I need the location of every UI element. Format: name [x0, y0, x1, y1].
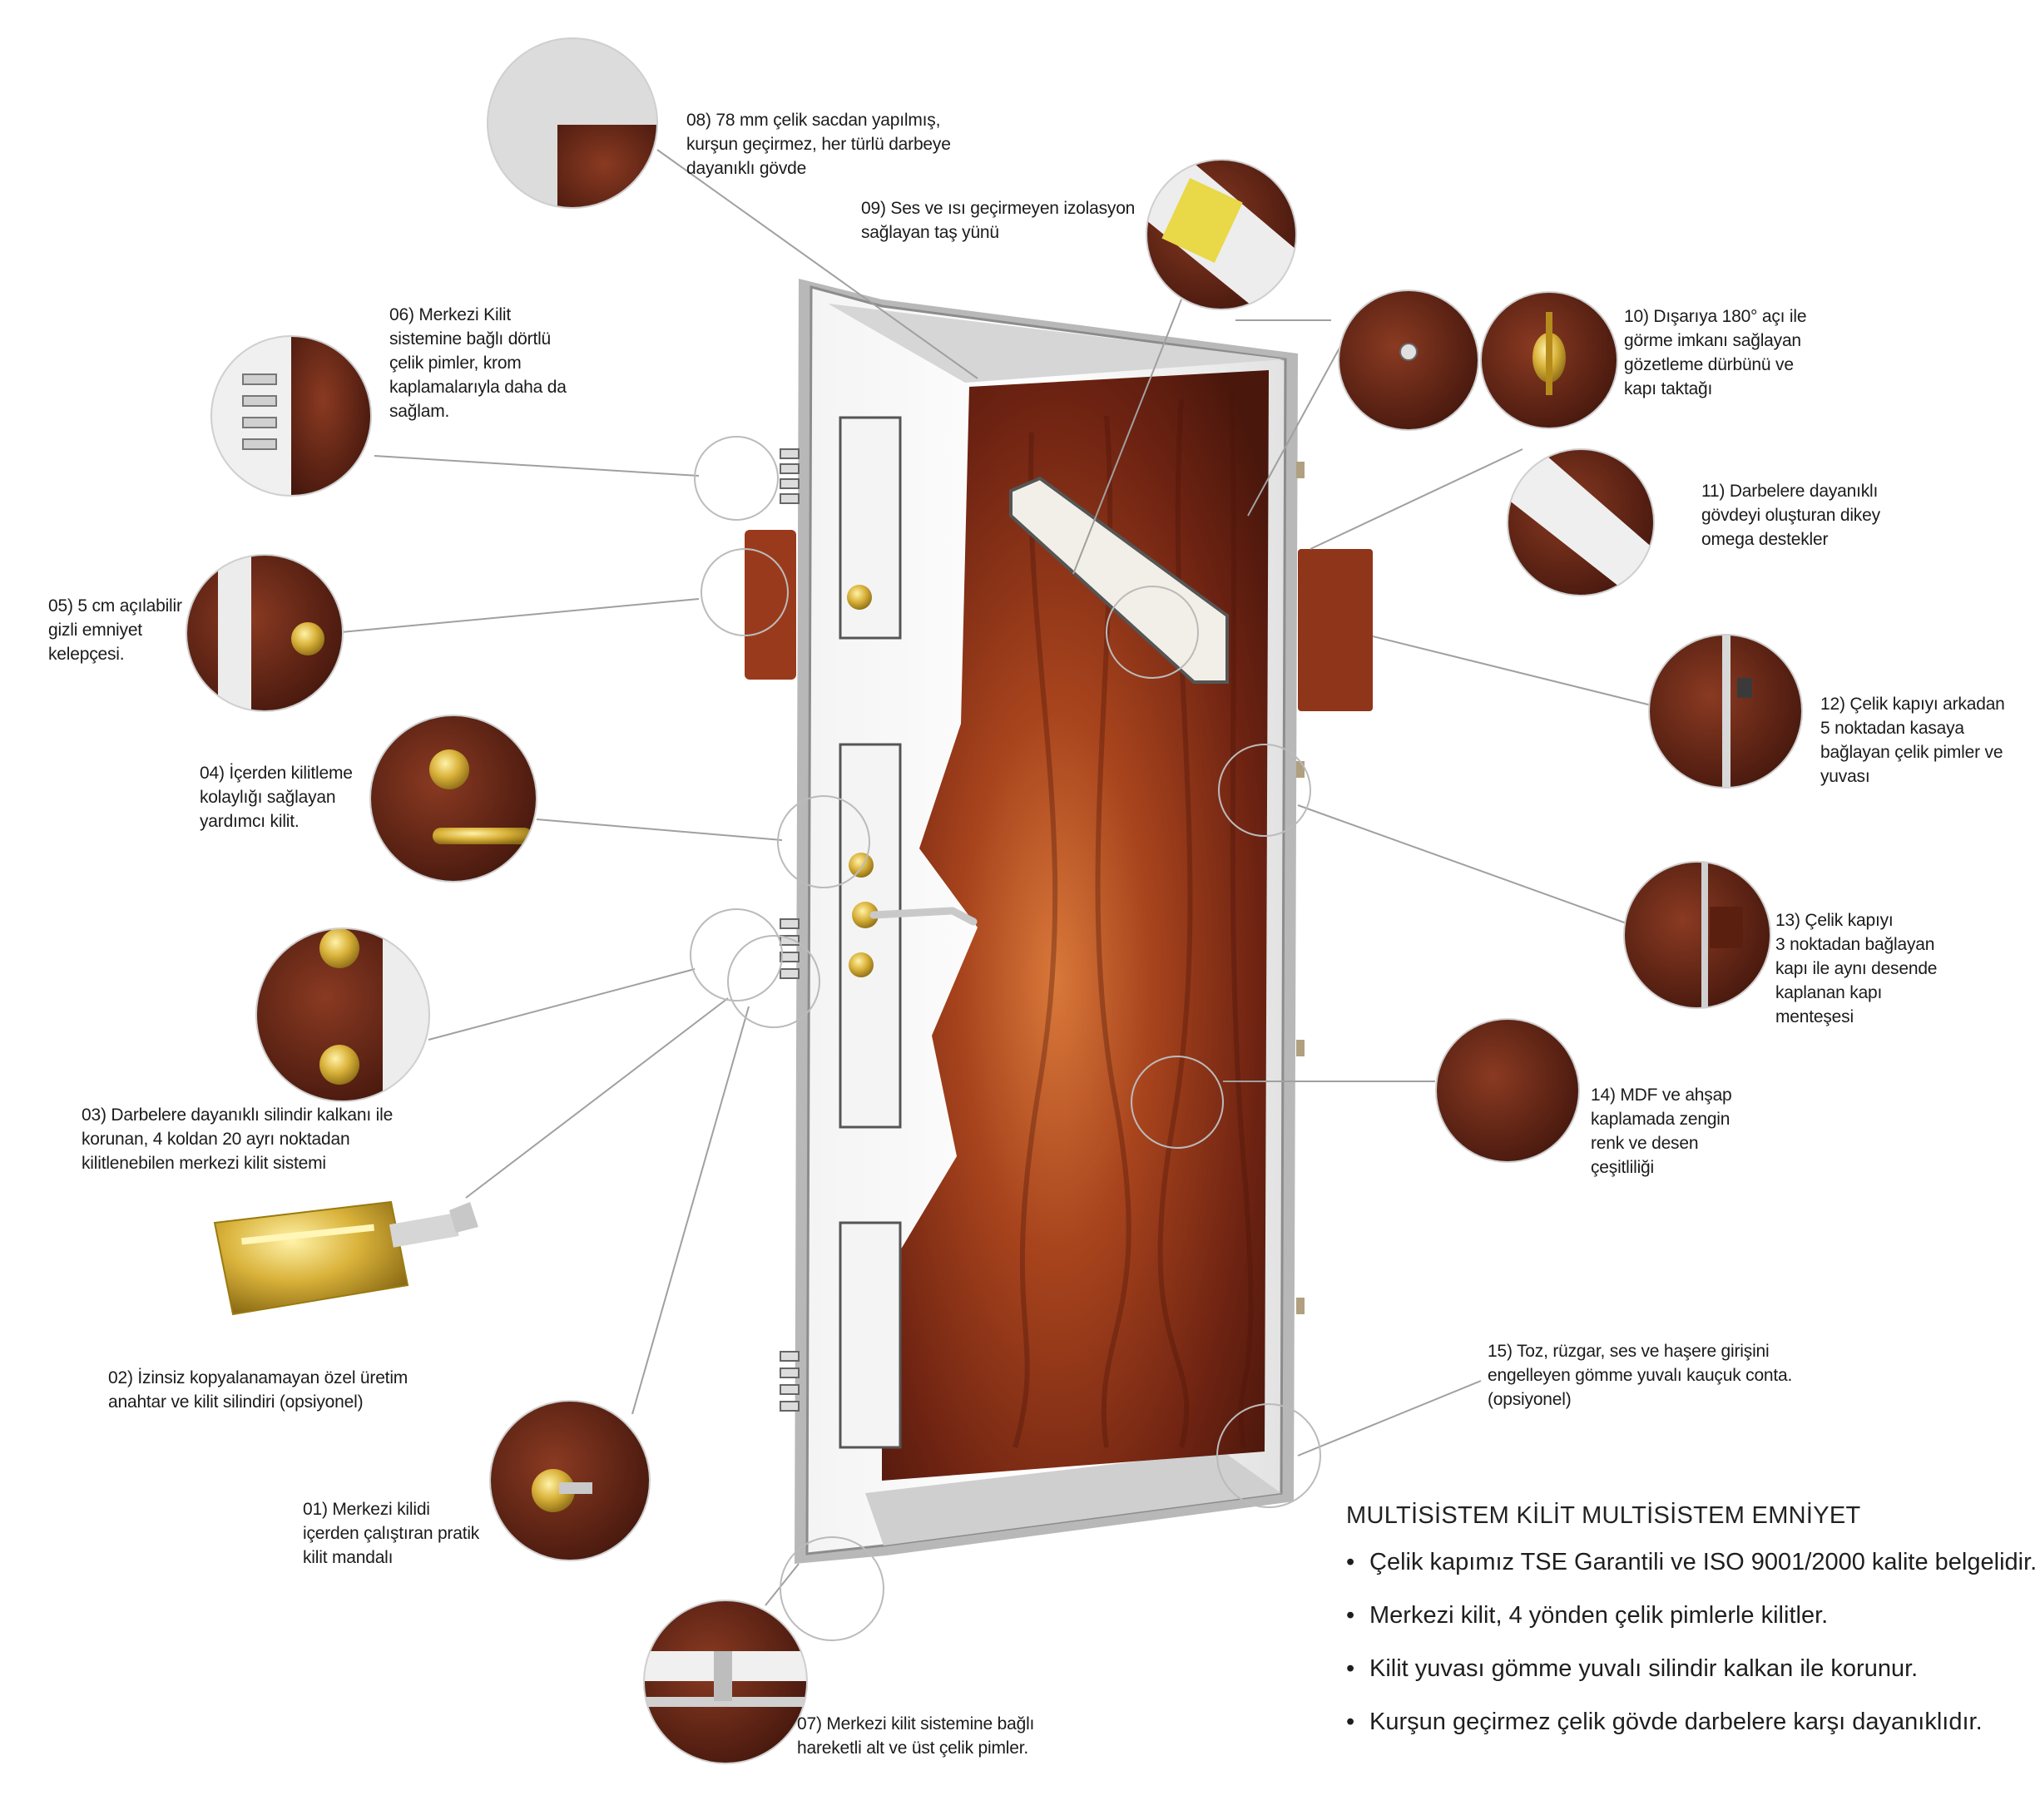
- detail-circle-14: [1436, 1019, 1579, 1162]
- summary-bullet: • Çelik kapımız TSE Garantili ve ISO 9001…: [1346, 1546, 2035, 1599]
- summary-bullets: • Çelik kapımız TSE Garantili ve ISO 9001…: [1346, 1546, 2035, 1758]
- detail-circle-03: [256, 928, 429, 1101]
- bullet-text: Kurşun geçirmez çelik gövde darbelere ka…: [1369, 1709, 1983, 1735]
- bullet-symbol: •: [1346, 1549, 1355, 1575]
- side-pins-right: [1296, 462, 1305, 1314]
- callout-15: 15) Toz, rüzgar, ses ve haşere girişini …: [1488, 1342, 1793, 1409]
- leader-lines: [340, 149, 1652, 1606]
- door-cylinder-upper: [847, 585, 872, 610]
- callout-01: 01) Merkezi kilidi içerden çalıştıran pr…: [303, 1500, 480, 1567]
- clamp-block-right: [1298, 549, 1373, 711]
- detail-circle-04: [370, 715, 537, 882]
- callout-08: 08) 78 mm çelik sacdan yapılmış, kurşun …: [686, 111, 951, 178]
- detail-circle-13: [1624, 862, 1770, 1008]
- summary-heading: MULTİSİSTEM KİLİT MULTİSİSTEM EMNİYET: [1346, 1502, 1861, 1529]
- lock-channel-mid: [839, 743, 902, 1129]
- side-pins-left: [780, 448, 800, 1412]
- callout-10: 10) Dışarıya 180° açı ile görme imkanı s…: [1624, 307, 1807, 398]
- clamp-block-left: [745, 530, 796, 680]
- detail-circle-09: [1146, 160, 1296, 309]
- detail-circle-07: [644, 1600, 807, 1763]
- door-cylinder-lower: [849, 952, 874, 977]
- door-handle-lever: [869, 907, 978, 926]
- key-and-cylinder: [213, 1200, 478, 1316]
- summary-bullet: • Merkezi kilit, 4 yönden çelik pimlerle …: [1346, 1599, 2035, 1652]
- wood-grain: [1013, 390, 1254, 1448]
- door-inner-bevel-bottom: [865, 1452, 1281, 1546]
- door-illustration: [745, 279, 1373, 1564]
- lock-channel-bottom: [839, 1221, 902, 1449]
- summary-bullet: • Kilit yuvası gömme yuvalı silindir kalk…: [1346, 1652, 2035, 1705]
- summary-bullet: • Kurşun geçirmez çelik gövde darbelere k…: [1346, 1705, 2035, 1758]
- detail-circle-01: [490, 1401, 650, 1560]
- callout-11: 11) Darbelere dayanıklı gövdeyi oluştura…: [1701, 482, 1880, 549]
- lock-channel-top: [839, 416, 902, 640]
- callout-12: 12) Çelik kapıyı arkadan 5 noktadan kasa…: [1820, 695, 2005, 786]
- bullet-text: Kilit yuvası gömme yuvalı silindir kalka…: [1369, 1655, 1919, 1682]
- callout-03: 03) Darbelere dayanıklı silindir kalkanı…: [82, 1105, 394, 1173]
- detail-circle-10a: [1339, 290, 1478, 430]
- door-handle-rose: [852, 902, 879, 928]
- detail-circle-11: [1508, 449, 1654, 596]
- detail-circle-rims: [186, 37, 1803, 1764]
- detail-circle-05: [186, 555, 343, 711]
- callout-07: 07) Merkezi kilit sistemine bağlı hareke…: [797, 1714, 1035, 1758]
- bullet-symbol: •: [1346, 1709, 1355, 1735]
- callout-04: 04) İçerden kilitleme kolaylığı sağlayan…: [200, 764, 353, 831]
- door-inner-bevel: [828, 304, 1285, 383]
- detail-circle-08: [488, 38, 657, 208]
- door-window: [1009, 476, 1229, 684]
- detail-circle-12: [1649, 635, 1802, 788]
- door-cylinder-mid: [849, 853, 874, 878]
- detail-circle-10b: [1481, 292, 1617, 428]
- callout-02: 02) İzinsiz kopyalanamayan özel üretim a…: [108, 1368, 408, 1412]
- callout-14: 14) MDF ve ahşap kaplamada zengin renk v…: [1591, 1086, 1732, 1177]
- bullet-symbol: •: [1346, 1655, 1355, 1682]
- callout-13: 13) Çelik kapıyı 3 noktadan bağlayan kap…: [1775, 911, 1938, 1026]
- bullet-text: Çelik kapımız TSE Garantili ve ISO 9001/…: [1369, 1549, 2035, 1575]
- callout-05: 05) 5 cm açılabilir gizli emniyet kelepç…: [48, 596, 182, 664]
- bullet-symbol: •: [1346, 1602, 1355, 1629]
- callout-09: 09) Ses ve ısı geçirmeyen izolasyon sağl…: [861, 199, 1136, 242]
- bullet-text: Merkezi kilit, 4 yönden çelik pimlerle k…: [1369, 1602, 1829, 1629]
- door-zoom-markers: [690, 436, 1321, 1641]
- callout-06: 06) Merkezi Kilit sistemine bağlı dörtlü…: [389, 305, 567, 421]
